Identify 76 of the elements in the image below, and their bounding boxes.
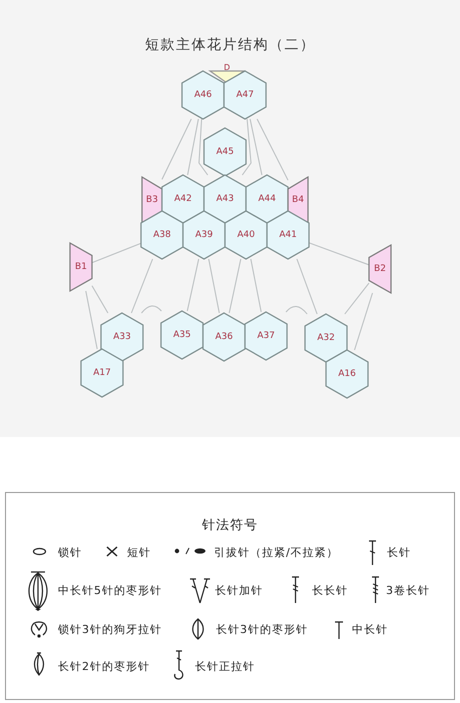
piece-label: A46 [193,90,213,100]
piece-label: A47 [235,90,255,100]
piece-label: A41 [278,230,298,240]
piece-label: A37 [256,331,276,341]
piece-label: B3 [145,195,159,205]
legend-text: 3卷长针 [386,583,430,598]
seam-line [354,292,373,350]
piece-label: A38 [152,230,172,240]
hexagon-piece [183,211,225,259]
hexagon-piece [203,313,245,361]
seam-line [286,306,308,314]
seam-line [308,242,370,266]
piece-label: A43 [215,194,235,204]
seam-line [256,118,288,181]
piece-label: A40 [236,230,256,240]
hexagon-piece [204,128,246,176]
piece-label: D [222,64,232,72]
hexagon-piece [225,211,267,259]
hexagon-piece [101,313,143,361]
legend-text: 锁针 [58,545,82,560]
legend-text: 长针正拉针 [195,659,255,674]
hexagon-piece [246,175,288,223]
legend-text: 长针加针 [215,583,263,598]
trapezoid-piece [70,243,92,291]
piece-label: B4 [291,195,305,205]
seam-line [198,118,208,176]
piece-label: A42 [173,194,193,204]
seam-line [242,118,252,176]
hexagon-piece [182,71,224,119]
piece-label: A32 [316,333,336,343]
hexagon-piece [305,314,347,362]
piece-label: A33 [112,332,132,342]
legend-text: 中长针 [352,622,388,637]
legend-text: 长针 [387,545,411,560]
hexagon-piece [326,350,368,398]
seam-line [250,118,262,176]
legend-text: 锁针3针的狗牙拉针 [58,622,162,637]
legend-text: 长针2针的枣形针 [58,659,150,674]
seam-line [186,258,200,312]
seam-line [187,118,199,176]
piece-label: A16 [337,369,357,379]
hexagon-piece [224,71,266,119]
legend-title: 针法符号 [201,517,259,534]
seam-line [141,306,162,314]
seam-line [344,282,370,314]
seam-line [208,258,220,314]
piece-label: A39 [194,230,214,240]
legend-text: 短针 [127,545,151,560]
hexagon-piece [162,175,204,223]
hexagon-piece [245,312,287,360]
legend-text: 长针3针的枣形针 [216,622,308,637]
piece-label: A45 [215,147,235,157]
legend-text: 长长针 [312,583,348,598]
hexagon-piece [204,175,246,223]
hexagon-piece [141,211,183,259]
trapezoid-piece [369,245,391,293]
piece-label: B1 [74,262,88,272]
hexagon-piece [161,311,203,359]
seam-line [162,118,192,180]
seam-line [296,258,318,314]
legend-text: 中长针5针的枣形针 [58,583,162,598]
hexagon-piece [267,211,309,259]
seam-line [85,290,98,350]
piece-label: A17 [92,368,112,378]
hexagon-piece [81,349,123,397]
seam-line [92,285,108,314]
seam-line [130,258,154,314]
seam-line [92,242,142,264]
piece-label: A36 [214,332,234,342]
piece-label: A35 [172,330,192,340]
seam-line [228,258,242,314]
seam-line [250,258,262,312]
legend-text: 引拔针（拉紧/不拉紧） [214,545,339,560]
piece-label: A44 [257,194,277,204]
piece-label: B2 [373,264,387,274]
diagram-title: 短款主体花片结构（二） [144,36,316,54]
